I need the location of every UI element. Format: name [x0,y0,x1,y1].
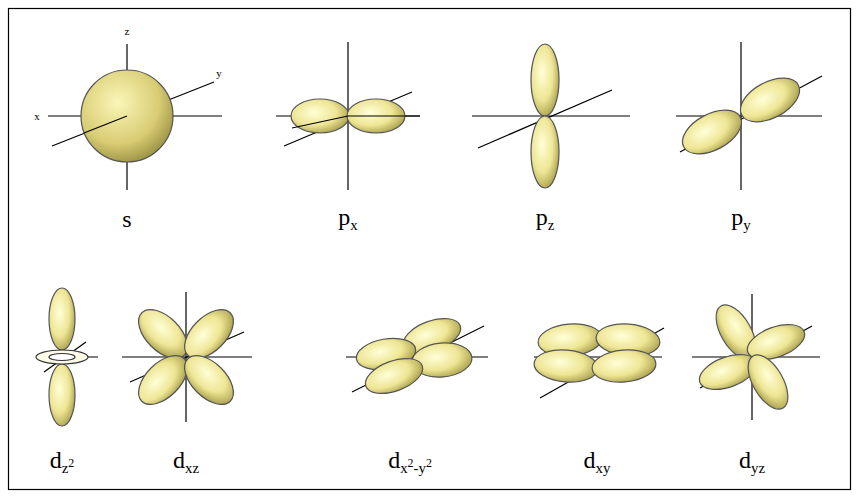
py-orbital [675,42,822,190]
orbital-label: dz2 [50,448,75,476]
orbital-label: py [731,205,750,233]
dz2-orbital [36,288,98,426]
dxy-orbital [533,321,664,398]
pz-orbital [472,44,630,188]
orbital-label: s [122,207,131,231]
orbital-label: dx2-y2 [388,448,432,476]
orbital-label: pz [536,205,555,233]
dxz-orbital [122,292,252,422]
axis-label: y [216,68,222,79]
orbital-label: dxy [584,448,611,476]
frame [9,9,851,490]
dyz-orbital [692,294,820,420]
s-orbital [48,44,222,190]
axis-label: z [125,26,130,37]
dx2-y2-orbital [346,312,488,401]
axis-label: x [34,111,40,122]
orbital-label: dyz [739,448,765,476]
orbital-label: dxz [173,448,199,476]
px-orbital [276,42,420,190]
orbital-label: px [338,205,357,233]
